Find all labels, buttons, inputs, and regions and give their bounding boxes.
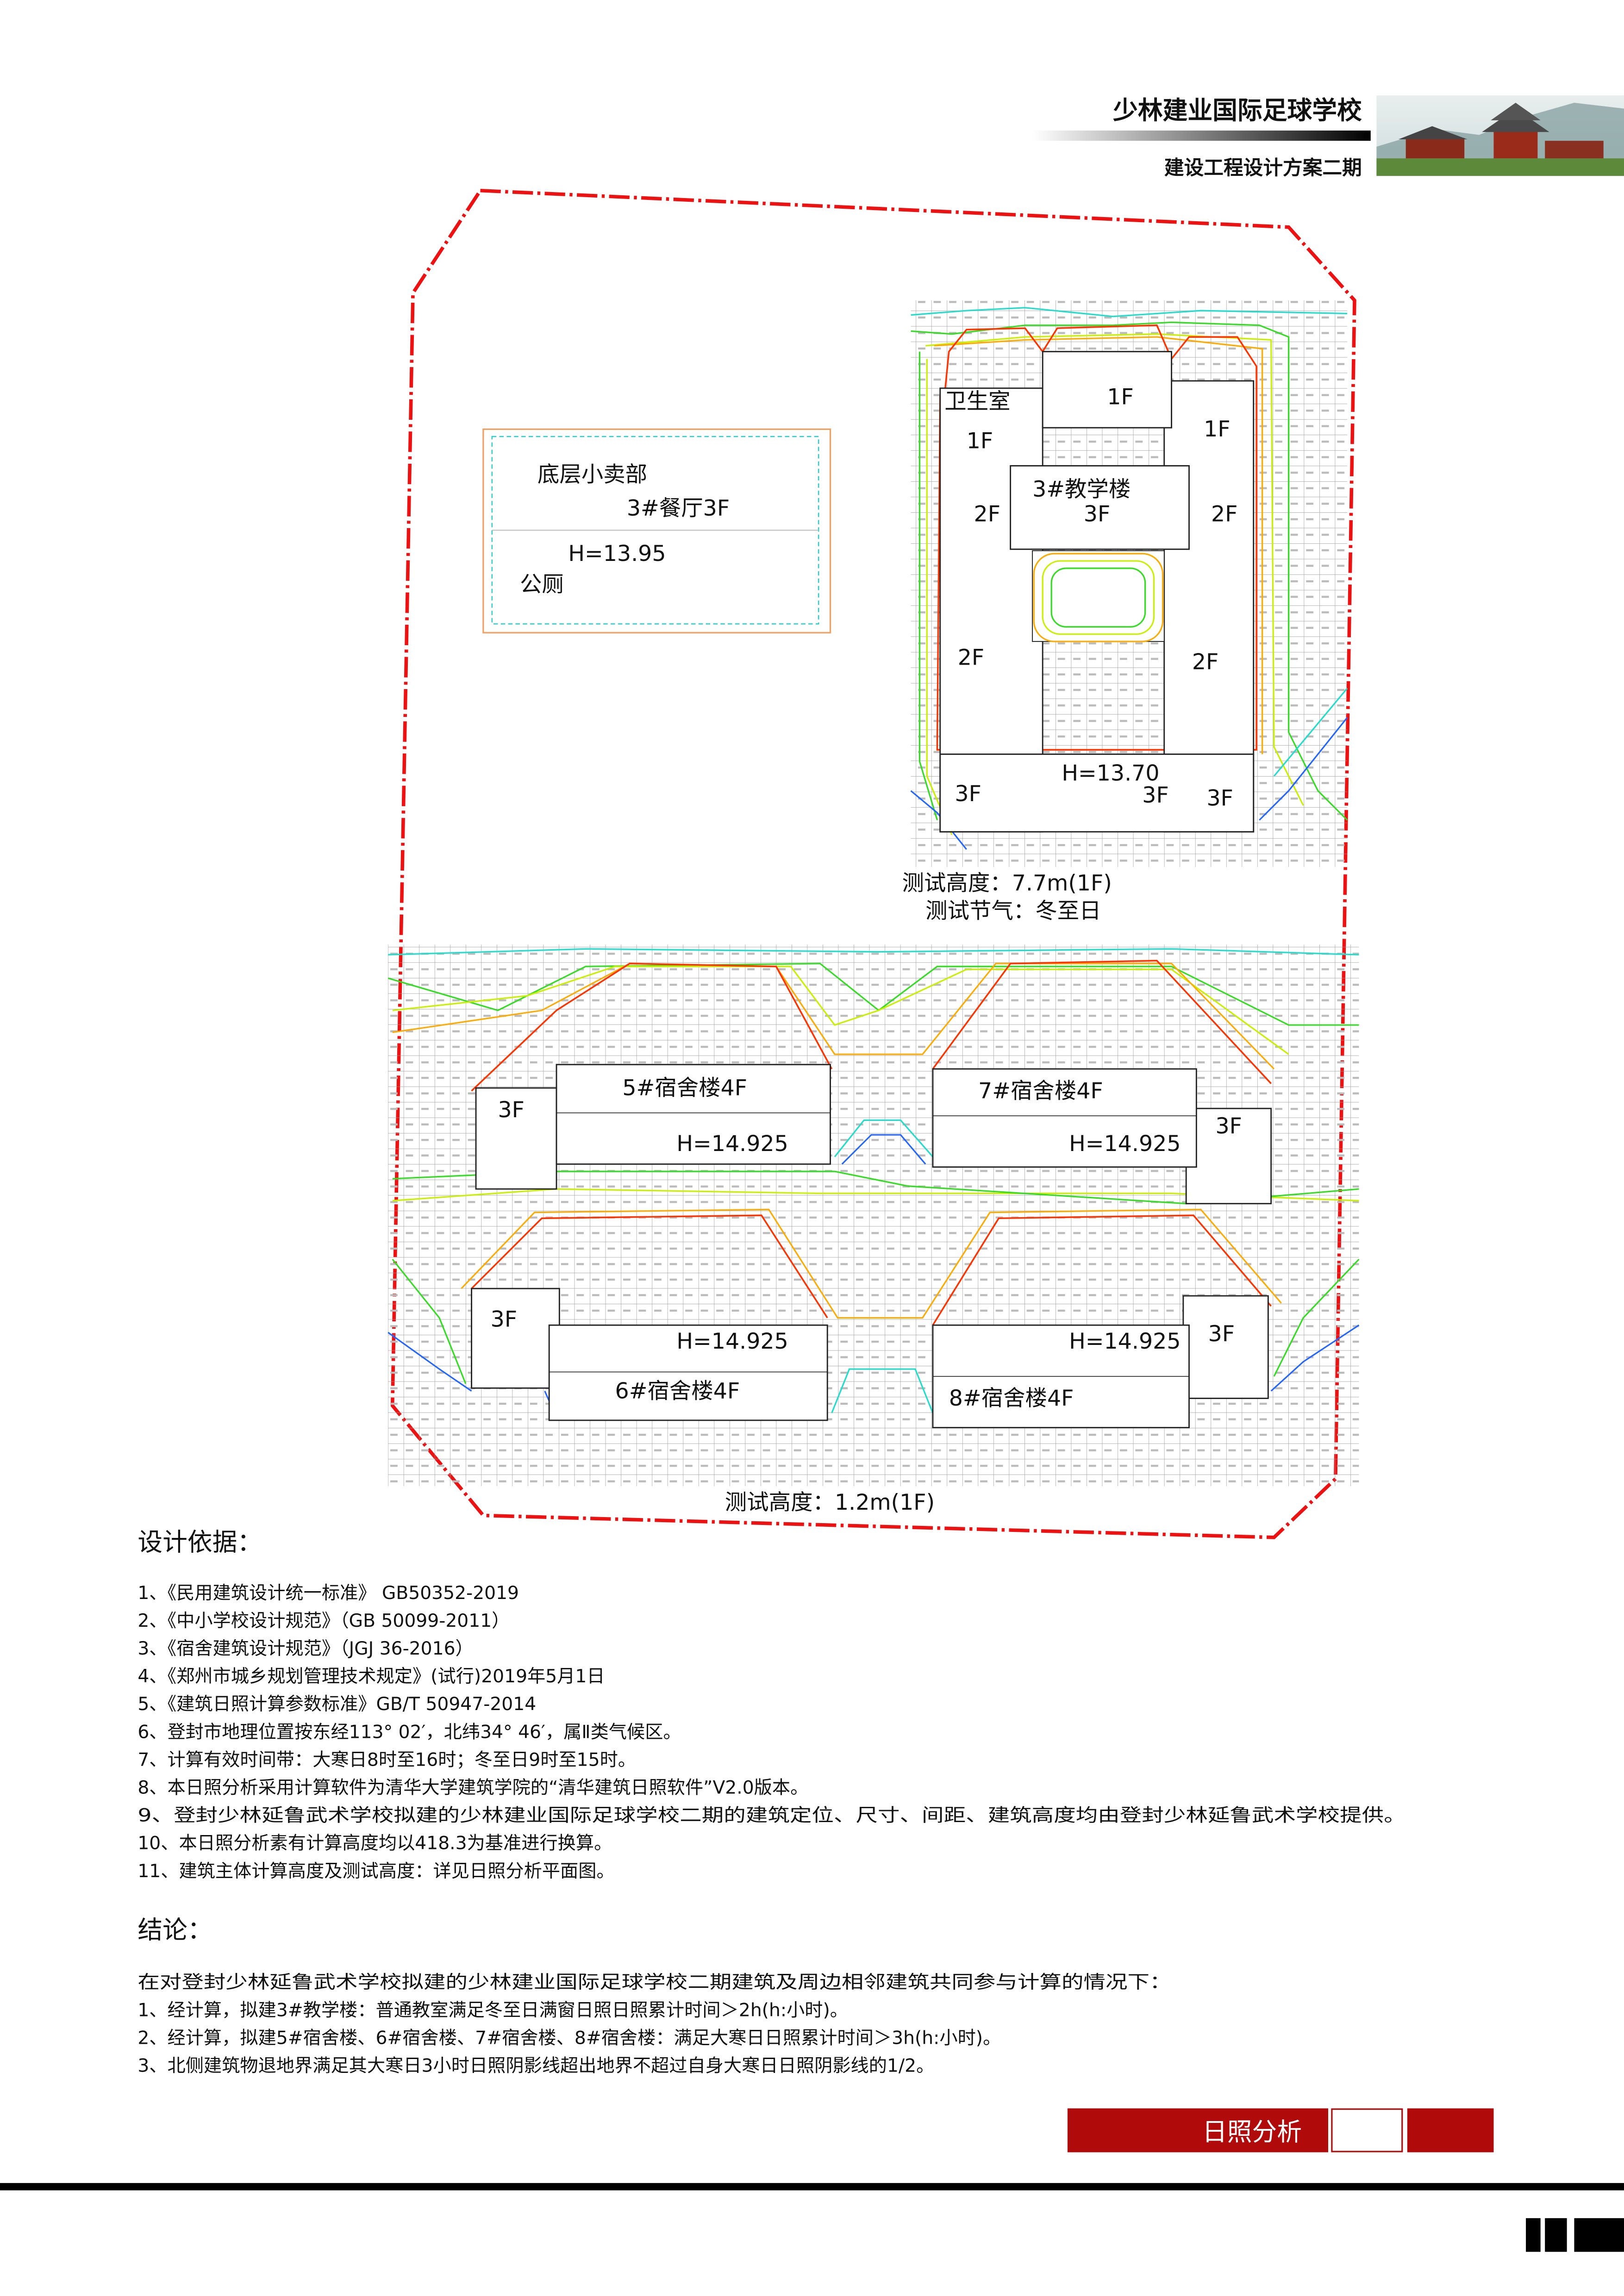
basis-item: 10、本日照分析素有计算高度均以418.3为基准进行换算。 <box>137 1833 612 1854</box>
dorm-7-footprint <box>932 1068 1272 1205</box>
canteen-building: 底层小卖部 3#餐厅3F H=13.95 公厕 <box>482 428 831 634</box>
basis-item: 1、《民用建筑设计统一标准》 GB50352-2019 <box>137 1583 519 1604</box>
dorm-8-wing-label: 3F <box>1208 1321 1235 1347</box>
dorm-6-name: 6#宿舍楼4F <box>615 1378 740 1404</box>
header-gradient-bar <box>1032 131 1371 141</box>
test-height-label: 测试高度：7.7m(1F) <box>902 871 1112 896</box>
floor-label: 3F <box>955 781 981 807</box>
basis-item: 9、登封少林延鲁武术学校拟建的少林建业国际足球学校二期的建筑定位、尺寸、间距、建… <box>137 1805 1405 1826</box>
teaching-building-name: 3#教学楼 <box>1032 477 1131 502</box>
basis-item: 5、《建筑日照计算参数标准》GB/T 50947-2014 <box>137 1694 536 1715</box>
conclusion-item: 2、经计算，拟建5#宿舍楼、6#宿舍楼、7#宿舍楼、8#宿舍楼：满足大寒日日照累… <box>137 2028 1001 2048</box>
basis-item: 8、本日照分析采用计算软件为清华大学建筑学院的“清华建筑日照软件”V2.0版本。 <box>137 1777 808 1798</box>
conclusion-section: 结论： 在对登封少林延鲁武术学校拟建的少林建业国际足球学校二期建筑及周边相邻建筑… <box>137 1916 1171 2077</box>
test-term-label: 测试节气：冬至日 <box>925 898 1101 924</box>
basis-item: 4、《郑州市城乡规划管理技术规定》(试行)2019年5月1日 <box>137 1666 605 1687</box>
floor-label: 1F <box>967 428 993 454</box>
site-boundary-line <box>390 188 1356 1539</box>
floor-label: 1F <box>1107 385 1133 410</box>
conclusion-title: 结论： <box>137 1916 212 1945</box>
dorm-5-wing-label: 3F <box>498 1097 524 1123</box>
canteen-height-label: H=13.95 <box>568 541 666 566</box>
clinic-label: 卫生室 <box>944 389 1010 414</box>
basis-item: 11、建筑主体计算高度及测试高度：详见日照分析平面图。 <box>137 1861 614 1882</box>
floor-label: 1F <box>1204 417 1230 442</box>
dormitory-sunlight-plan: 3F 5#宿舍楼4F H=14.925 7#宿舍楼4F H=14.925 3F … <box>387 944 1360 1515</box>
dorm-7-name: 7#宿舍楼4F <box>978 1078 1103 1104</box>
dorm-8-footprint <box>932 1295 1269 1429</box>
conclusion-item: 1、经计算，拟建3#教学楼：普通教室满足冬至日满窗日照日照累计时间＞2h(h:小… <box>137 2000 848 2021</box>
teaching-building-height: H=13.70 <box>1062 761 1159 786</box>
floor-label: 3F <box>1206 785 1233 811</box>
design-basis-section: 设计依据： 1、《民用建筑设计统一标准》 GB50352-2019 2、《中小学… <box>137 1527 1405 1881</box>
canteen-name-label: 3#餐厅3F <box>627 496 730 521</box>
dorm-7-height: H=14.925 <box>1069 1131 1181 1157</box>
teaching-building-footprint <box>939 351 1255 833</box>
teaching-building-sunlight-plan: 卫生室 1F 1F 1F 3#教学楼 3F 2F 2F 2F 2F H=13.7… <box>902 300 1348 924</box>
basis-item: 3、《宿舍建筑设计规范》（JGJ 36-2016） <box>137 1638 473 1659</box>
floor-label: 3F <box>1142 783 1168 808</box>
dorm-5-name: 5#宿舍楼4F <box>622 1076 747 1101</box>
dorm-6-wing-label: 3F <box>491 1307 517 1332</box>
header-photo <box>1376 95 1624 176</box>
basis-item: 6、登封市地理位置按东经113° 02′，北纬34° 46′，属Ⅱ类气候区。 <box>137 1722 681 1742</box>
canteen-toilet-label: 公厕 <box>520 572 564 597</box>
basis-item: 7、计算有效时间带：大寒日8时至16时；冬至日9时至15时。 <box>137 1749 636 1770</box>
project-title: 少林建业国际足球学校 <box>1113 96 1362 125</box>
floor-label: 2F <box>1192 649 1218 675</box>
footer-corner-mark <box>1526 2218 1624 2252</box>
test-height-label: 测试高度：1.2m(1F) <box>725 1490 935 1515</box>
dorm-5-height: H=14.925 <box>676 1131 788 1157</box>
project-subtitle: 建设工程设计方案二期 <box>1164 156 1362 180</box>
dorm-7-wing-label: 3F <box>1215 1114 1242 1139</box>
dorm-6-height: H=14.925 <box>676 1329 788 1354</box>
conclusion-intro: 在对登封少林延鲁武术学校拟建的少林建业国际足球学校二期建筑及周边相邻建筑共同参与… <box>137 1972 1171 1993</box>
canteen-shop-label: 底层小卖部 <box>537 462 647 487</box>
conclusion-item: 3、北侧建筑物退地界满足其大寒日3小时日照阴影线超出地界不超过自身大寒日日照阴影… <box>137 2055 934 2076</box>
floor-label: 2F <box>974 502 1000 527</box>
sheet-title-bar: 日照分析 <box>1067 2108 1494 2153</box>
header: 少林建业国际足球学校 建设工程设计方案二期 <box>1032 95 1624 180</box>
dorm-8-height: H=14.925 <box>1069 1329 1181 1354</box>
dorm-8-name: 8#宿舍楼4F <box>949 1386 1074 1411</box>
design-basis-title: 设计依据： <box>137 1527 262 1556</box>
basis-item: 2、《中小学校设计规范》（GB 50099-2011） <box>137 1611 510 1631</box>
floor-label: 2F <box>958 645 984 671</box>
floor-label: 3F <box>1084 502 1110 527</box>
dorm-5-footprint <box>475 1064 831 1190</box>
floor-label: 2F <box>1211 502 1237 527</box>
sheet-title: 日照分析 <box>1202 2117 1302 2147</box>
dorm-6-footprint <box>471 1288 828 1421</box>
footer-rule <box>0 2183 1624 2190</box>
